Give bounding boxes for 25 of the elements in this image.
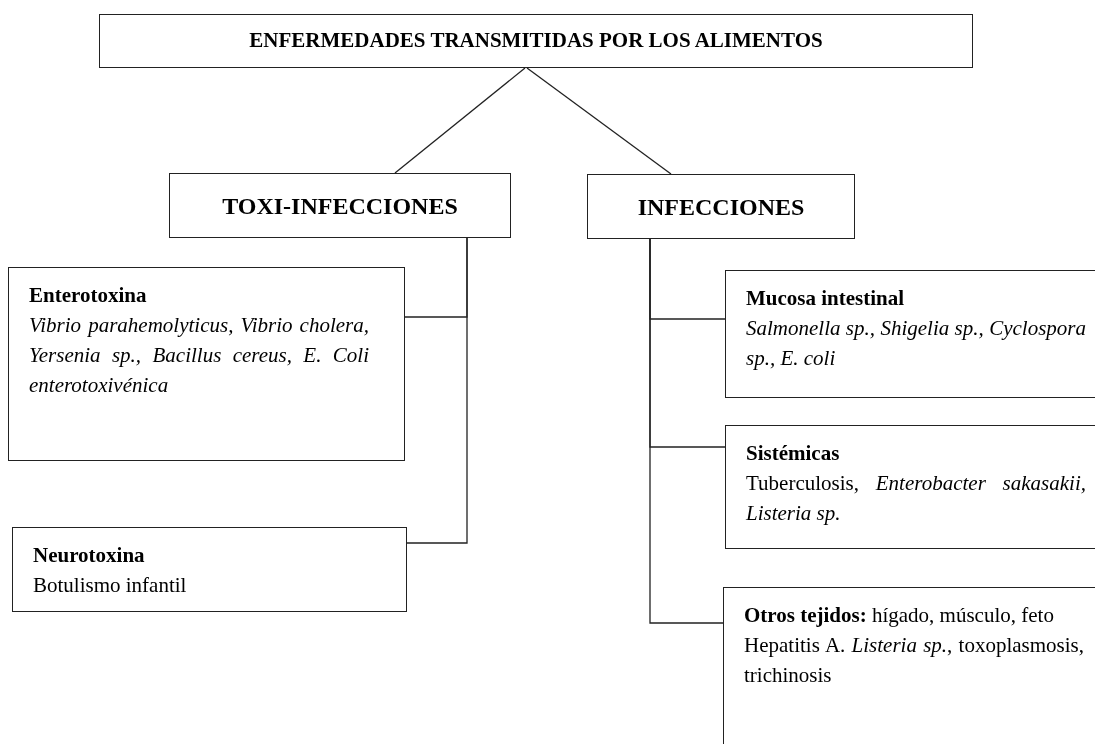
box-heading: Mucosa intestinal (746, 285, 906, 312)
box-text: Vibrio parahemolyticus, Vibrio cholera, Yersenia sp., Bacillus cereus, E. Coli enterotoxivénica (29, 312, 369, 399)
box-title: ENFERMEDADES TRANSMITIDAS POR LOS ALIMENTOS (249, 27, 823, 55)
category-box (8, 267, 405, 461)
box-text: Tuberculosis, Enterobacter sakasakii, Listeria sp. (746, 470, 1086, 527)
box-title: INFECCIONES (637, 192, 805, 222)
connector-line (406, 237, 468, 544)
box-heading: Sistémicas (746, 440, 841, 467)
category-box (12, 527, 407, 612)
heading-box (169, 173, 511, 238)
connector-line (526, 67, 672, 175)
box-heading: Neurotoxina (33, 542, 146, 569)
box-text: Hepatitis A. Listeria sp., toxoplasmosis, trichinosis (744, 632, 1084, 689)
box-text: Salmonella sp., Shigelia sp., Cyclospora sp., E. coli (746, 315, 1086, 372)
box-heading: Otros tejidos: hígado, músculo, feto (744, 602, 1055, 629)
connector-line (649, 238, 724, 624)
box-title: TOXI-INFECCIONES (222, 191, 458, 221)
category-box (725, 270, 1095, 398)
connector-line (394, 67, 526, 174)
category-box (723, 587, 1095, 744)
category-box (725, 425, 1095, 549)
box-heading: Enterotoxina (29, 282, 148, 309)
box-text: Botulismo infantil (33, 572, 188, 599)
heading-box (99, 14, 973, 68)
heading-box (587, 174, 855, 239)
